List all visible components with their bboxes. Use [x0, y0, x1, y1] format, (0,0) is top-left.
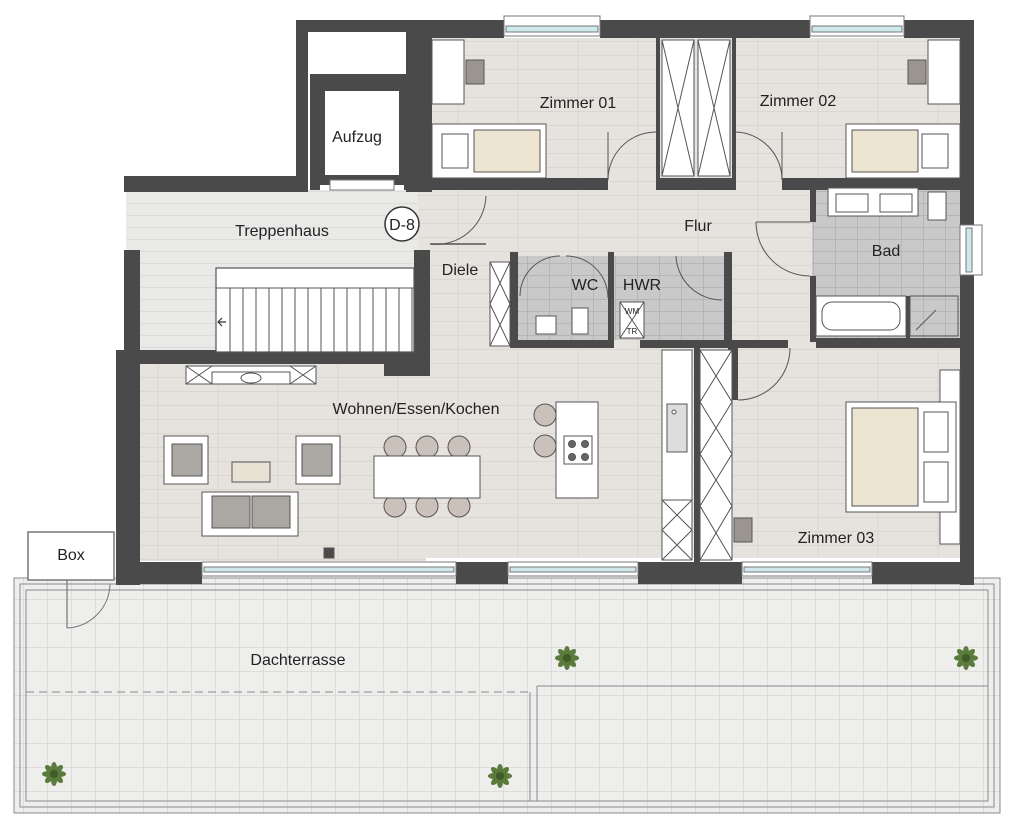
label-aufzug: Aufzug — [332, 129, 382, 146]
label-zimmer01: Zimmer 01 — [540, 95, 617, 112]
room03-furniture — [733, 369, 961, 545]
plant-icon — [555, 646, 579, 670]
label-zimmer02: Zimmer 02 — [760, 93, 837, 110]
stair-arrow-icon — [217, 317, 226, 327]
plants — [42, 646, 978, 788]
label-bad: Bad — [872, 243, 900, 260]
kitchen — [533, 349, 693, 501]
kitchen-sink — [666, 403, 688, 453]
label-wohnen: Wohnen/Essen/Kochen — [333, 401, 500, 418]
label-diele: Diele — [442, 262, 479, 279]
room02-furniture — [845, 39, 961, 179]
dining-table — [373, 435, 481, 518]
plant-icon — [954, 646, 978, 670]
label-flur: Flur — [684, 218, 712, 235]
label-dryer: TR — [627, 327, 638, 336]
terrace — [13, 577, 1001, 814]
wardrobe-closets — [489, 39, 733, 561]
doors — [429, 131, 811, 401]
label-box: Box — [57, 547, 85, 564]
apartment-id-badge — [384, 206, 420, 242]
label-zimmer03: Zimmer 03 — [798, 530, 875, 547]
room01-furniture — [431, 39, 547, 179]
room-labels: Aufzug Treppenhaus D-8 Zimmer 01 Zimmer … — [57, 93, 900, 669]
living-furniture — [163, 365, 341, 559]
label-treppenhaus: Treppenhaus — [235, 223, 329, 240]
bathroom-fixtures — [535, 187, 959, 337]
label-hwr: HWR — [623, 277, 661, 294]
staircase — [215, 267, 415, 353]
plant-icon — [42, 762, 66, 786]
elevator — [315, 81, 409, 191]
windows — [201, 15, 983, 577]
label-apartment-id: D-8 — [389, 217, 415, 234]
wc-tiles — [516, 256, 608, 340]
walls — [116, 20, 974, 585]
label-dachterrasse: Dachterrasse — [250, 652, 345, 669]
storage-box — [27, 531, 115, 629]
plant-icon — [488, 764, 512, 788]
label-wc: WC — [572, 277, 599, 294]
washer-dryer — [619, 301, 645, 339]
label-washer: WM — [625, 307, 640, 316]
